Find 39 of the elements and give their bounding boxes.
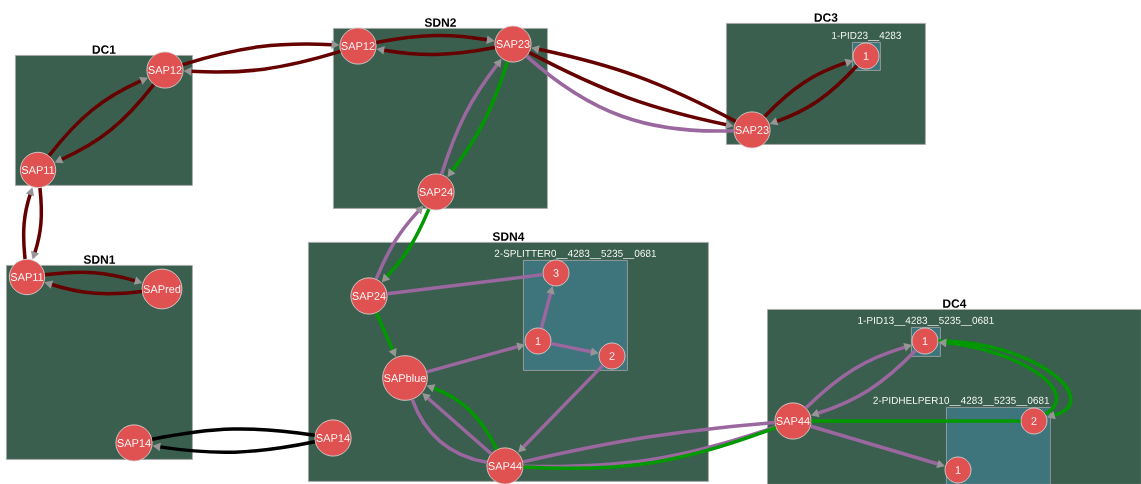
node-label: DC4 [943,299,967,308]
port-node: 2 [1020,407,1048,435]
node-label: SDN1 [83,255,116,264]
node-label: 1-PID13__4283__5235__0681 [858,316,994,326]
node-label: SDN2 [424,18,456,27]
connector [387,272,543,296]
connector [938,339,1073,420]
node-label: 2-PIDHELPER10__4283__5235__0681 [873,396,1050,406]
port-node: 1 [852,42,880,70]
port-node: SAP11 [19,151,57,189]
connector [518,364,604,453]
port-node: SAPred [141,268,183,310]
port-node: 1 [911,327,939,355]
node-label: DC1 [92,45,116,54]
port-node: SAPblue [382,355,428,401]
port-node: SAP44 [774,402,812,440]
port-node: SAP24 [350,277,388,315]
port-node: SAP14 [314,419,352,457]
connector [422,393,493,456]
port-node: SAP11 [8,258,46,296]
port-node: 3 [542,259,570,287]
port-node: 1 [524,327,552,355]
port-node: 1 [944,456,972,484]
port-node: SAP24 [417,173,455,211]
port-node: 2 [598,342,626,370]
port-node: SAP12 [339,27,377,65]
port-node: SAP44 [486,447,524,484]
port-node: SAP14 [115,424,153,462]
node-label: SDN4 [492,232,525,241]
node-label: 1-PID23__4283 [832,31,901,41]
port-node: SAP12 [146,51,184,89]
connector [410,398,488,465]
node-label: 2-SPLITTER0__4283__5235__0681 [494,249,657,259]
port-node: SAP23 [733,111,771,149]
node-label: DC3 [814,13,838,22]
connector [811,419,1021,423]
port-node: SAP23 [494,25,532,63]
connector [47,76,148,157]
connector [151,427,315,442]
